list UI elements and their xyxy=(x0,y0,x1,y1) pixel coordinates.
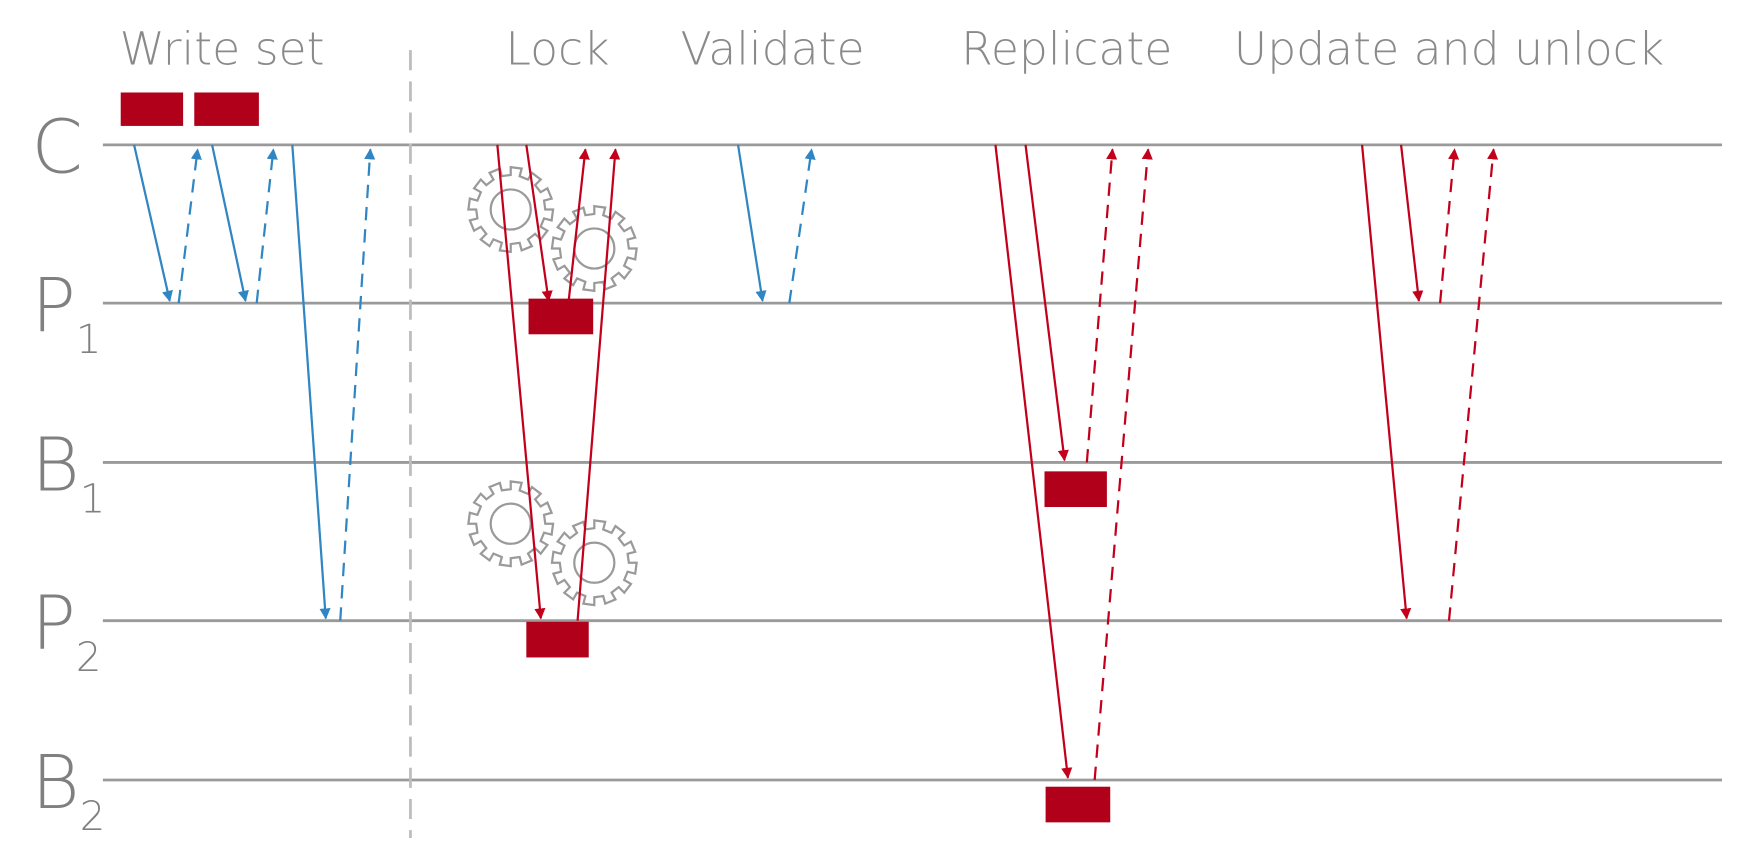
phase-label-write-set: Write set xyxy=(120,23,325,76)
phase-label-lock: Lock xyxy=(505,23,609,76)
write-set-item xyxy=(194,92,259,126)
row-label-b1: B1 xyxy=(32,423,106,522)
response-message-arrow xyxy=(1093,148,1153,781)
phase-label-validate: Validate xyxy=(681,23,865,76)
row-label-c: C xyxy=(32,106,83,191)
gear-icon xyxy=(550,519,638,607)
response-message-arrow xyxy=(788,148,816,304)
request-message-arrow xyxy=(736,144,767,302)
replica-record xyxy=(1044,471,1107,508)
response-message-arrow xyxy=(1447,148,1499,621)
request-message-arrow xyxy=(133,144,173,302)
request-message-arrow xyxy=(211,144,249,302)
request-message-arrow xyxy=(1360,144,1412,620)
request-message-arrow xyxy=(291,144,331,620)
write-set-item xyxy=(120,92,184,126)
response-message-arrow xyxy=(1085,148,1118,463)
request-message-arrow xyxy=(1024,144,1069,462)
lock-record xyxy=(526,621,589,658)
phase-label-replicate: Replicate xyxy=(961,23,1172,76)
request-message-arrow xyxy=(1399,144,1424,302)
request-message-arrow xyxy=(567,148,590,301)
row-label-p1: P1 xyxy=(32,264,102,363)
response-message-arrow xyxy=(1438,148,1460,304)
response-message-arrow xyxy=(255,148,278,304)
replica-record xyxy=(1045,786,1111,823)
gear-icon xyxy=(467,480,555,568)
request-message-arrow xyxy=(496,144,546,620)
lock-record xyxy=(528,298,594,335)
row-label-b2: B2 xyxy=(32,741,106,840)
phase-label-update-and-unlock: Update and unlock xyxy=(1234,23,1664,76)
response-message-arrow xyxy=(177,148,202,304)
gear-icon xyxy=(550,204,638,293)
row-label-p2: P2 xyxy=(32,582,102,681)
request-message-arrow xyxy=(525,144,553,302)
request-message-arrow xyxy=(994,144,1073,779)
request-message-arrow xyxy=(576,148,621,621)
response-message-arrow xyxy=(339,148,376,621)
